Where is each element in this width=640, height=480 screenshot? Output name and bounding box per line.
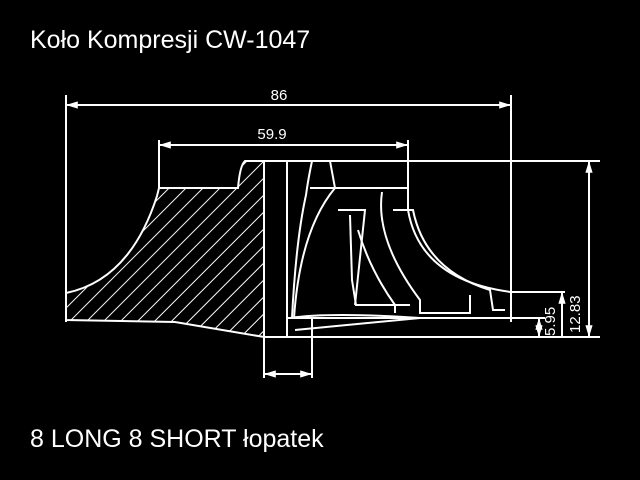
dimension-label-86: 86 bbox=[271, 87, 288, 104]
hub-section bbox=[65, 160, 265, 339]
blade-count-caption: 8 LONG 8 SHORT łopatek bbox=[30, 425, 324, 453]
dimension-12-83: 12.83 bbox=[567, 160, 593, 338]
dimension-label-12-83: 12.83 bbox=[567, 295, 584, 333]
dimension-label-59-9: 59.9 bbox=[257, 126, 286, 143]
dimension-59-9: 59.9 bbox=[158, 126, 409, 188]
drawing-title: Koło Kompresji CW-1047 bbox=[30, 26, 311, 54]
dimension-86: 86 bbox=[65, 87, 512, 322]
dimension-5-95: 5.95 bbox=[535, 291, 566, 338]
impeller-outline bbox=[245, 160, 600, 338]
dimension-bore bbox=[263, 318, 313, 378]
dimension-label-5-95: 5.95 bbox=[542, 307, 559, 336]
